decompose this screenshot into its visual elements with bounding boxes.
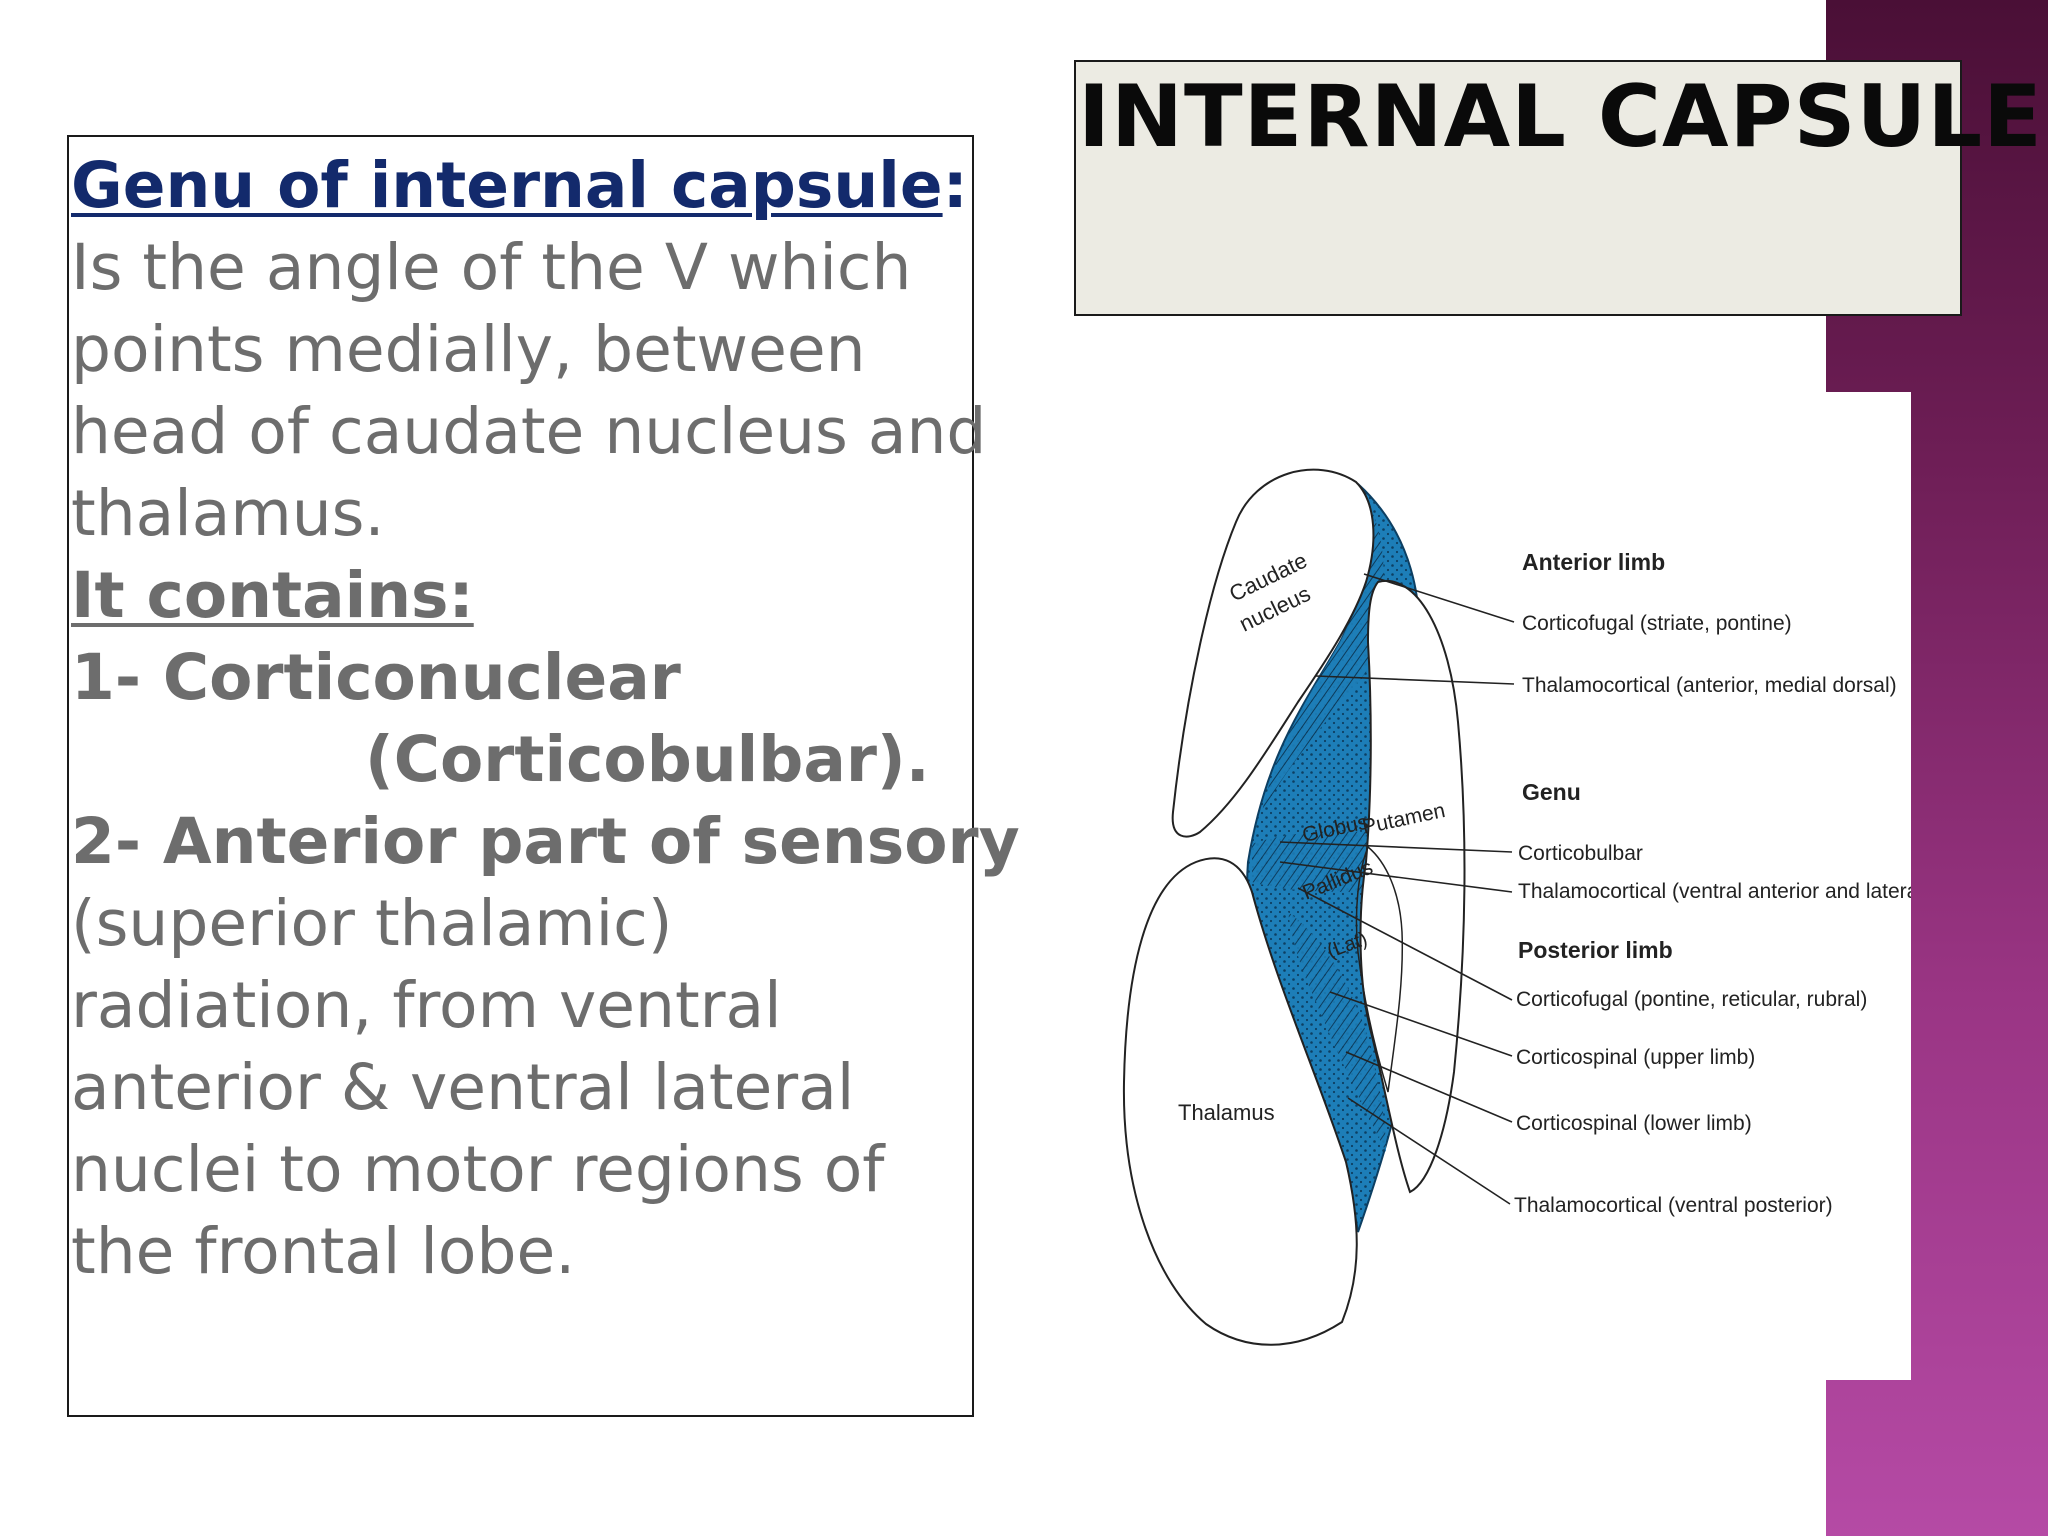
- item-2-line: the frontal lobe.: [71, 1215, 576, 1288]
- leader-line: [1279, 841, 1513, 853]
- item-2-line: (superior thalamic): [71, 887, 673, 960]
- panel-heading-text: Genu of internal capsule: [71, 149, 943, 222]
- slide-title: INTERNAL CAPSULE: [1078, 67, 2043, 167]
- tract-label: Thalamocortical (ventral posterior): [1514, 1194, 1833, 1217]
- thalamus-label: Thalamus: [1178, 1100, 1275, 1125]
- tract-label: Corticofugal (pontine, reticular, rubral…: [1516, 988, 1867, 1011]
- capsule-hatched-posterior: [1288, 912, 1386, 1152]
- internal-capsule-diagram: Caudate nucleus Globus Pallidus (Lat) Pu…: [1122, 468, 1911, 1346]
- thalamus-shape: [1122, 857, 1358, 1346]
- tract-label: Corticospinal (lower limb): [1516, 1112, 1752, 1135]
- tract-label: Thalamocortical (ventral anterior and la…: [1518, 880, 1911, 903]
- tract-label: Thalamocortical (anterior, medial dorsal…: [1522, 674, 1897, 697]
- panel-heading: Genu of internal capsule:: [69, 145, 972, 227]
- posterior-limb-header: Posterior limb: [1518, 937, 1673, 963]
- title-box: INTERNAL CAPSULE: [1074, 60, 2042, 316]
- leader-line: [1279, 861, 1513, 893]
- item-2-line: radiation, from ventral: [71, 969, 782, 1042]
- item-2-line: nuclei to motor regions of: [71, 1133, 885, 1206]
- tract-label: Corticofugal (striate, pontine): [1522, 612, 1792, 635]
- genu-header: Genu: [1522, 779, 1581, 805]
- anterior-limb-header: Anterior limb: [1522, 549, 1665, 575]
- item-2-title: 2- Anterior part of sensory: [71, 805, 1020, 878]
- diagram-panel: Caudate nucleus Globus Pallidus (Lat) Pu…: [1066, 392, 1911, 1380]
- tract-label: Corticobulbar: [1518, 842, 1643, 865]
- leader-line: [1315, 675, 1515, 685]
- capsule-hatched-anterior: [1262, 484, 1384, 812]
- caudate-nucleus-shape: [1171, 468, 1375, 838]
- leader-line: [1363, 573, 1515, 623]
- body-line: Is the angle of the V which: [71, 231, 912, 304]
- item-2-line: anterior & ventral lateral: [71, 1051, 855, 1124]
- item-1-subtitle: (Corticobulbar).: [365, 723, 930, 796]
- panel-heading-colon: :: [942, 149, 968, 222]
- leader-line: [1347, 1097, 1511, 1205]
- leader-line: [1297, 887, 1513, 1001]
- body-line: head of caudate nucleus and: [71, 395, 987, 468]
- tract-label: Corticospinal (upper limb): [1516, 1046, 1755, 1069]
- putamen-shape: [1359, 579, 1466, 1194]
- body-line: points medially, between: [71, 313, 866, 386]
- contains-label: It contains:: [71, 559, 474, 632]
- leader-line: [1329, 991, 1513, 1057]
- leader-line: [1345, 1051, 1513, 1123]
- text-panel: Genu of internal capsule: Is the angle o…: [67, 135, 1020, 1417]
- leader-lines: [1279, 573, 1515, 1205]
- item-1-title: 1- Corticonuclear: [71, 641, 681, 714]
- capsule-hatched-genu: [1252, 831, 1368, 892]
- globus-pallidus-shape: [1355, 845, 1404, 1093]
- body-line: thalamus.: [71, 477, 385, 550]
